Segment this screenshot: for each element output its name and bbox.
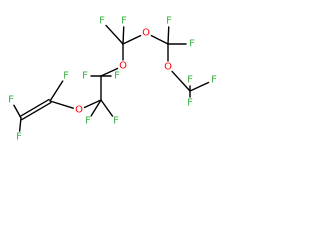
bond-line — [49, 100, 74, 109]
oxygen-atom-label: O — [142, 28, 150, 39]
oxygen-atom-label: O — [164, 62, 172, 73]
bonds-layer — [13, 24, 210, 132]
bond-line — [49, 80, 64, 102]
bond-line — [18, 117, 22, 132]
fluorine-atom-label: F — [187, 98, 193, 109]
bond-line — [100, 67, 119, 77]
bond-line — [83, 99, 102, 109]
fluorine-atom-label: F — [113, 116, 119, 127]
fluorine-atom-label: F — [187, 75, 193, 86]
fluorine-atom-label: F — [121, 16, 127, 27]
fluorine-atom-label: F — [166, 16, 172, 27]
oxygen-atom-label: O — [75, 105, 83, 116]
double-bond-line — [19, 98, 50, 118]
bond-line — [122, 34, 142, 45]
fluorine-atom-label: F — [99, 16, 105, 27]
fluorine-atom-label: F — [189, 39, 195, 50]
fluorine-atom-label: F — [82, 71, 88, 82]
bond-line — [167, 26, 170, 45]
bond-line — [122, 26, 125, 45]
fluorine-atom-label: F — [211, 75, 217, 86]
bond-line — [150, 34, 169, 45]
fluorine-atom-label: F — [114, 71, 120, 82]
bond-line — [171, 70, 191, 92]
bond-line — [100, 99, 114, 117]
fluorine-atom-label: F — [85, 116, 91, 127]
fluorine-atom-label: F — [16, 132, 22, 143]
fluorine-atom-label: F — [63, 71, 69, 82]
oxygen-atom-label: O — [119, 61, 127, 72]
double-bond-line — [21, 101, 52, 121]
bond-line — [90, 99, 102, 117]
bond-line — [189, 81, 210, 92]
bond-line — [105, 24, 124, 45]
fluorine-atom-label: F — [8, 95, 14, 106]
